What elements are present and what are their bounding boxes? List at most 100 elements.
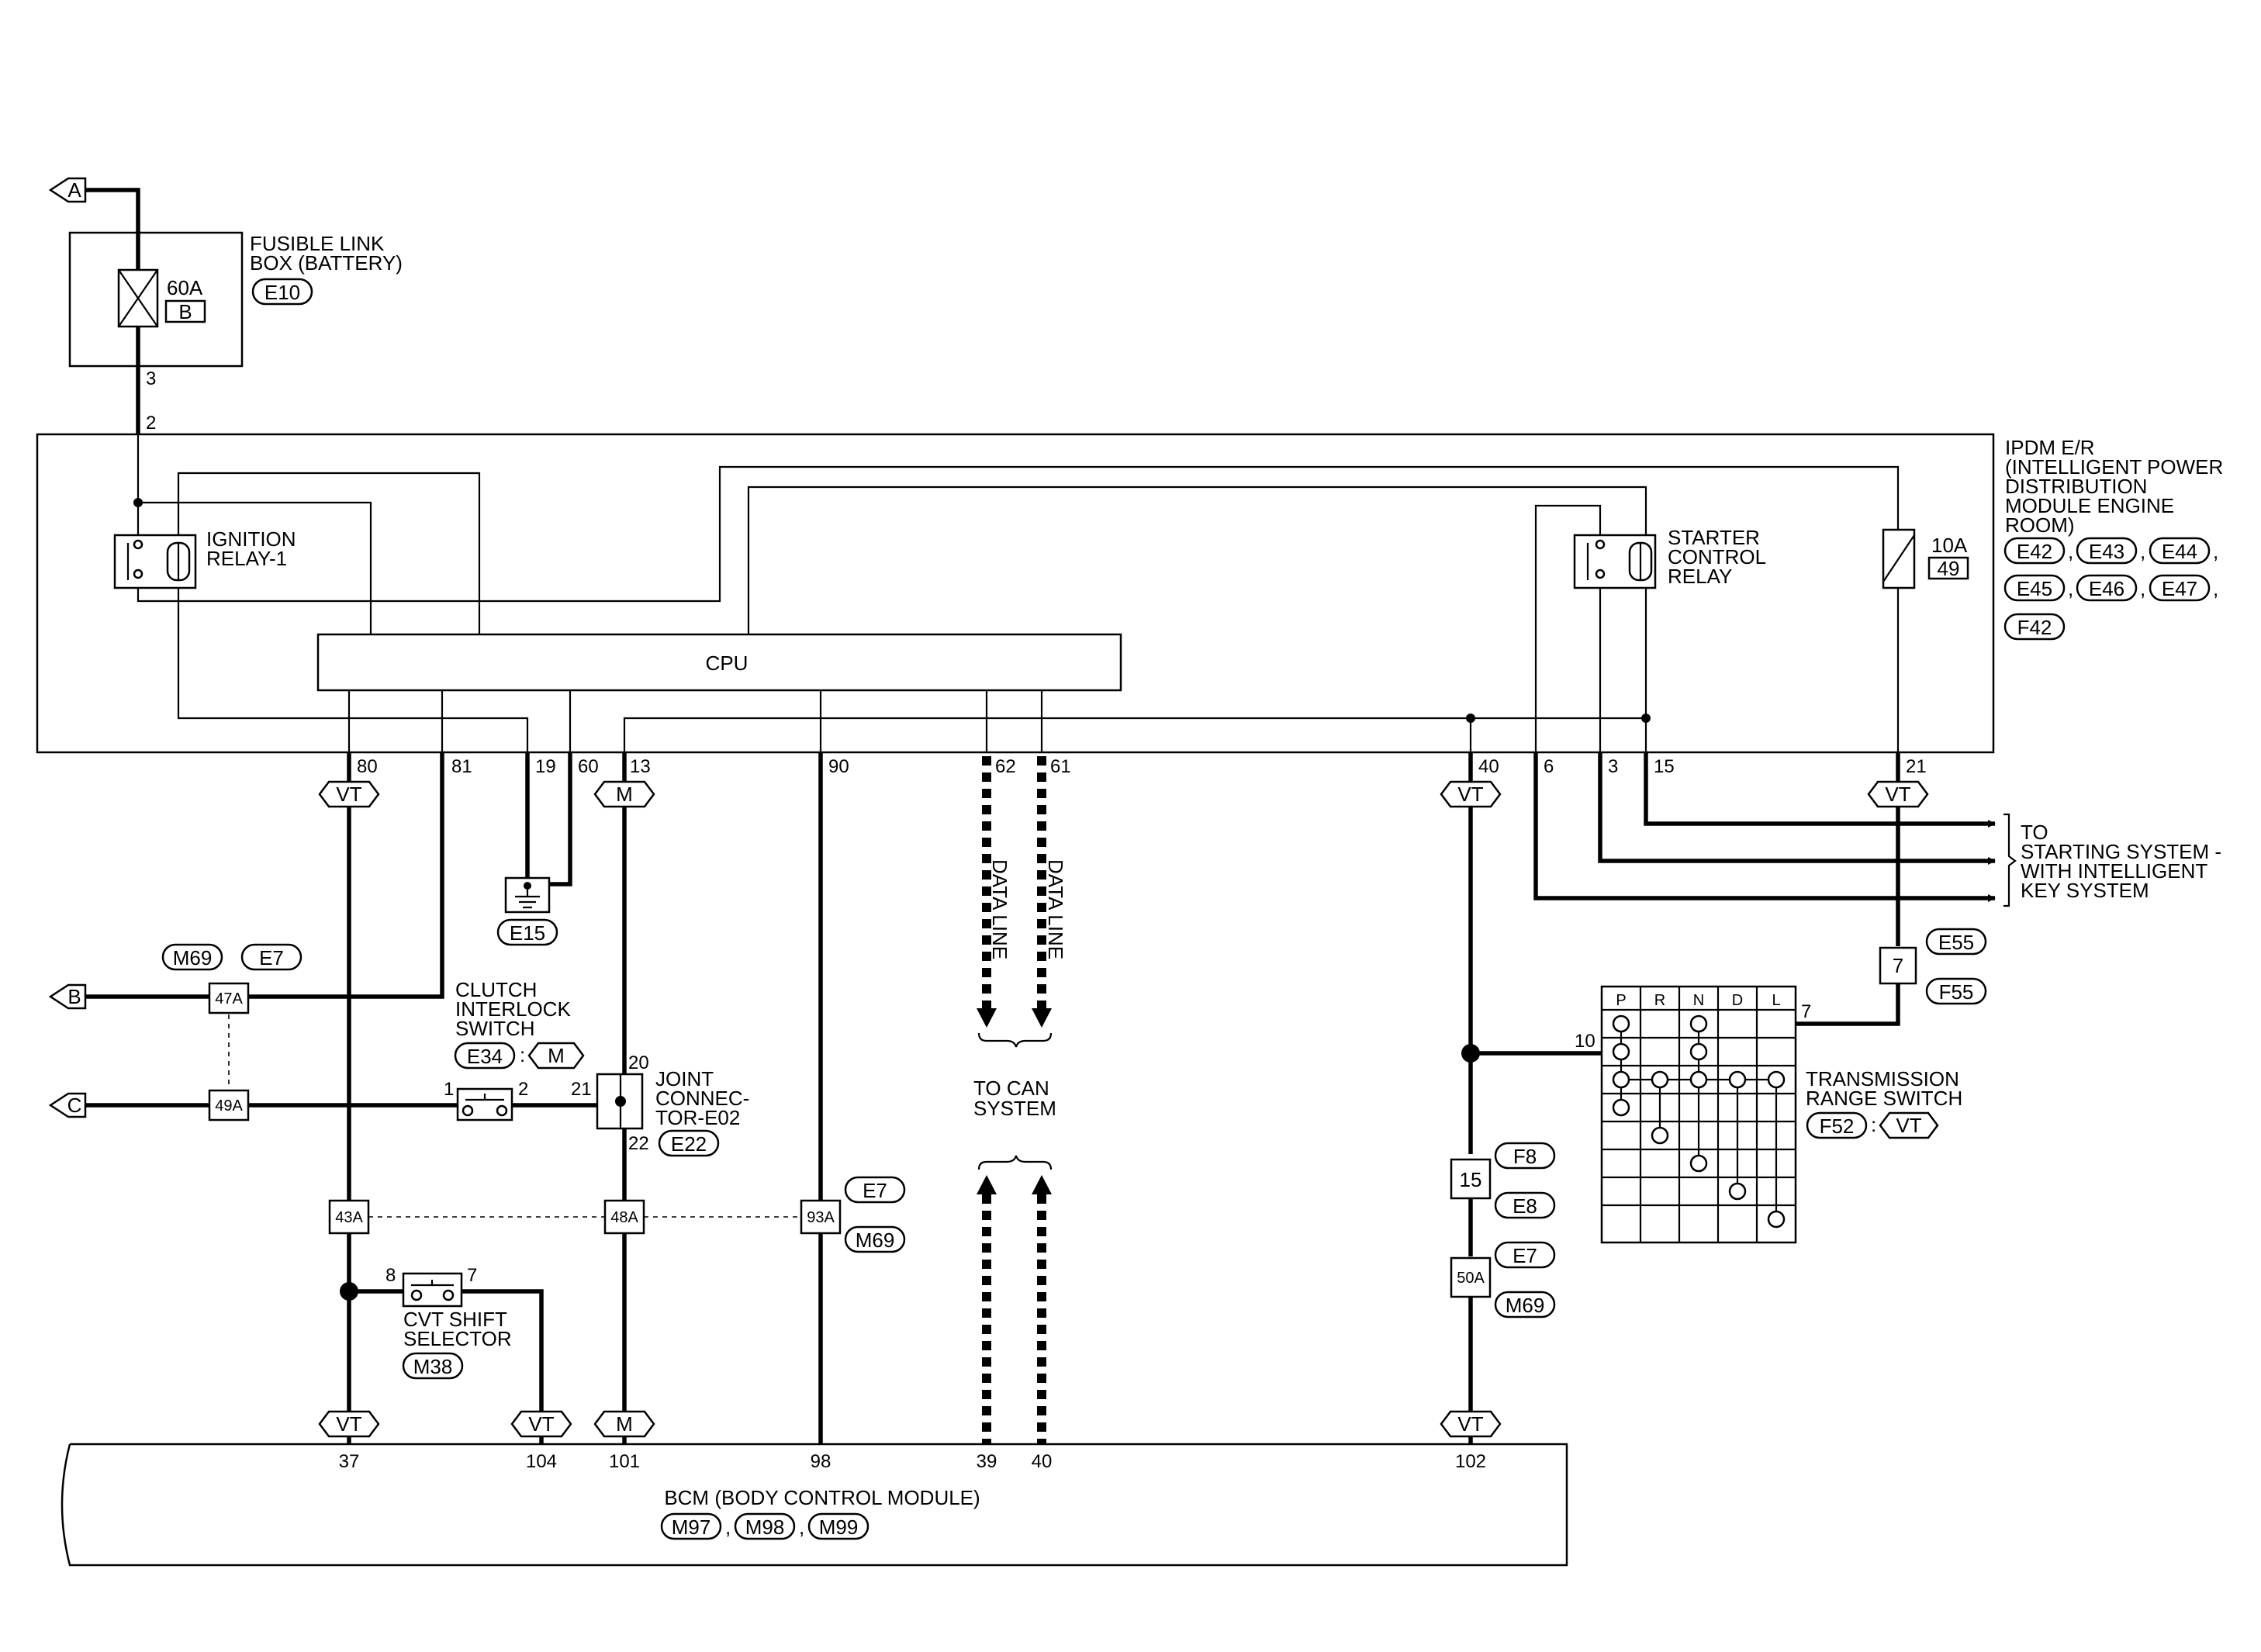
svg-text:3: 3: [1608, 756, 1618, 777]
ipdm-connectors: E42 , E43 , E44 , E45 , E46 , E47 , F42: [2003, 537, 2218, 641]
inline-connector-49a: 49A: [208, 1089, 250, 1121]
svg-text:BOX (BATTERY): BOX (BATTERY): [250, 251, 403, 275]
svg-text:E10: E10: [264, 281, 300, 304]
svg-text:E43: E43: [2089, 540, 2124, 563]
svg-text:M98: M98: [745, 1515, 785, 1539]
svg-text:,: ,: [2213, 577, 2218, 600]
wire-tag-vt-21: VT: [1867, 780, 1929, 808]
svg-text:F55: F55: [1939, 980, 1974, 1004]
data-line-39: [977, 1175, 997, 1444]
svg-text:48A: 48A: [610, 1209, 638, 1226]
svg-text:DATA LINE: DATA LINE: [988, 859, 1011, 959]
svg-text:F42: F42: [2017, 616, 2052, 639]
transmission-range-switch: P R N D L 7 10 TRANSMISSION RANGE SWITCH…: [1575, 985, 1962, 1244]
svg-text:49A: 49A: [215, 1097, 243, 1115]
svg-text:VT: VT: [1896, 1114, 1921, 1137]
svg-text:B: B: [178, 300, 192, 323]
svg-text:62: 62: [995, 756, 1016, 777]
joint-connector-e02: 20 21 22 JOINT CONNEC- TOR-E02 E22: [571, 1052, 749, 1157]
svg-text:E45: E45: [2017, 577, 2052, 600]
svg-text:MODULE ENGINE: MODULE ENGINE: [2005, 494, 2174, 517]
svg-text:M: M: [616, 1412, 633, 1436]
cpu: CPU: [316, 633, 1122, 692]
svg-text:7: 7: [1801, 1001, 1811, 1022]
svg-text:JOINT: JOINT: [655, 1067, 714, 1090]
svg-text::: :: [1871, 1113, 1876, 1136]
svg-text:50A: 50A: [1457, 1270, 1485, 1287]
svg-text:C: C: [67, 1094, 82, 1117]
connector-ref-c: C: [48, 1092, 87, 1118]
svg-text:E34: E34: [467, 1045, 503, 1068]
svg-text:(INTELLIGENT POWER: (INTELLIGENT POWER: [2005, 455, 2223, 479]
svg-text:TO CAN: TO CAN: [973, 1077, 1049, 1100]
cvt-shift-selector: 8 7 CVT SHIFT SELECTOR M38: [385, 1265, 512, 1380]
svg-text:P: P: [1616, 992, 1626, 1009]
ground-e15: E15: [496, 876, 558, 946]
ipdm-er-module: IPDM E/R (INTELLIGENT POWER DISTRIBUTION…: [36, 433, 2223, 754]
svg-text:21: 21: [571, 1079, 592, 1100]
svg-text:SYSTEM: SYSTEM: [973, 1097, 1056, 1120]
svg-text:VT: VT: [336, 1412, 361, 1436]
svg-text:,: ,: [2140, 577, 2145, 600]
svg-text:E15: E15: [510, 921, 545, 945]
svg-text:M69: M69: [1506, 1294, 1545, 1317]
svg-text:M: M: [548, 1044, 565, 1067]
inline-connector-93a: 93A E7 M69: [800, 1176, 906, 1253]
svg-text:,: ,: [2140, 540, 2145, 563]
data-line-61: [1032, 756, 1052, 1028]
connector-ref-a: A: [48, 177, 87, 203]
svg-text:22: 22: [628, 1133, 649, 1154]
svg-text:E7: E7: [863, 1179, 887, 1202]
inline-connector-15: 15 F8 E8: [1450, 1142, 1556, 1219]
svg-text:2: 2: [146, 413, 156, 434]
inline-connector-47a: 47A M69 E7: [161, 943, 303, 1014]
inline-connector-7: 7 E55 F55: [1879, 928, 1987, 1005]
svg-text:F52: F52: [1820, 1115, 1855, 1138]
svg-text:3: 3: [146, 368, 156, 389]
svg-text:7: 7: [1893, 954, 1903, 977]
svg-text:M69: M69: [856, 1229, 895, 1252]
svg-text:,: ,: [2068, 540, 2073, 563]
svg-text:TRANSMISSION: TRANSMISSION: [1806, 1067, 1959, 1090]
svg-text:E42: E42: [2017, 540, 2052, 563]
svg-text:CPU: CPU: [706, 651, 748, 675]
svg-text:60A: 60A: [167, 276, 203, 299]
svg-text:60: 60: [578, 756, 599, 777]
svg-text:43A: 43A: [335, 1209, 363, 1226]
svg-text:M38: M38: [413, 1355, 453, 1378]
svg-text:,: ,: [799, 1515, 804, 1539]
svg-text:8: 8: [385, 1265, 396, 1286]
svg-text:CONNEC-: CONNEC-: [655, 1087, 749, 1110]
wire-tag-vt-104: VT: [510, 1410, 572, 1438]
data-line-62: [977, 756, 997, 1028]
svg-text:40: 40: [1032, 1451, 1053, 1472]
svg-text:6: 6: [1544, 756, 1554, 777]
svg-text:CONTROL: CONTROL: [1668, 545, 1766, 569]
svg-text:CVT SHIFT: CVT SHIFT: [403, 1308, 507, 1331]
starter-control-relay: STARTER CONTROL RELAY: [1573, 526, 1766, 589]
svg-text:VT: VT: [1885, 783, 1910, 806]
svg-text:10: 10: [1575, 1031, 1595, 1052]
svg-text:IGNITION: IGNITION: [206, 527, 296, 551]
ipdm-pin-labels: 80 81 19 60 13 90 62 61 40 6 3 15 21: [357, 756, 1927, 777]
svg-text:M97: M97: [672, 1515, 711, 1539]
svg-text:E22: E22: [671, 1132, 707, 1156]
svg-text:E8: E8: [1513, 1194, 1537, 1218]
svg-text:15: 15: [1654, 756, 1675, 777]
svg-text:RELAY-1: RELAY-1: [206, 547, 287, 570]
svg-text:SELECTOR: SELECTOR: [403, 1327, 512, 1350]
svg-text:E46: E46: [2089, 577, 2124, 600]
svg-text:101: 101: [609, 1451, 640, 1472]
svg-text:VT: VT: [528, 1412, 554, 1436]
ipdm-title: IPDM E/R (INTELLIGENT POWER DISTRIBUTION…: [2005, 436, 2223, 537]
bcm-module: 37 104 101 98 39 40 102 BCM (BODY CONTRO…: [61, 1443, 1568, 1567]
svg-text:B: B: [67, 985, 81, 1008]
svg-text:ROOM): ROOM): [2005, 513, 2075, 537]
svg-text:CLUTCH: CLUTCH: [455, 978, 537, 1001]
svg-text:TO: TO: [2021, 821, 2048, 844]
svg-text:81: 81: [451, 756, 472, 777]
svg-text:104: 104: [526, 1451, 557, 1472]
data-line-40: [1032, 1175, 1052, 1444]
svg-text:2: 2: [518, 1079, 528, 1100]
